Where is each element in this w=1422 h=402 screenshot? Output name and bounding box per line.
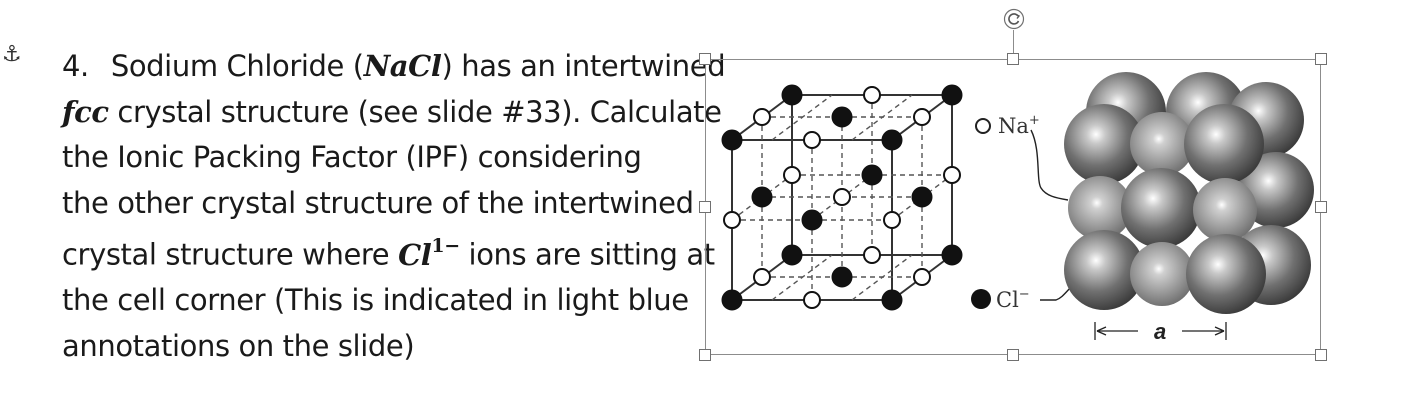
question-line-4: the other crystal structure of the inter… [62,185,694,220]
resize-handle-bottom-right[interactable] [1315,349,1327,361]
resize-handle-top-middle[interactable] [1007,53,1019,65]
legend-cl-label: Cl− [996,287,1030,312]
resize-handle-top-left[interactable] [699,53,711,65]
formula-fcc: fcc [62,94,109,129]
rotate-handle-icon[interactable] [1003,8,1025,30]
legend: Na+ Cl− [971,113,1073,312]
question-line-5: crystal structure where Cl1− ions are si… [62,235,715,272]
anchor-icon[interactable]: ⚓ [2,42,22,67]
nacl-crystal-figure[interactable]: Na+ Cl− a [706,60,1320,354]
dimension-label-a: a [1154,319,1166,344]
formula-cl-ion: Cl1− [398,235,460,272]
legend-na-label: Na+ [998,113,1040,138]
question-line-3: the Ionic Packing Factor (IPF) consideri… [62,140,642,174]
question-text: 4. Sodium Chloride (NaCl) has an intertw… [62,44,726,369]
resize-handle-middle-right[interactable] [1315,201,1327,213]
resize-handle-top-right[interactable] [1315,53,1327,65]
formula-nacl: NaCl [363,49,442,83]
resize-handle-bottom-left[interactable] [699,349,711,361]
rotate-stem [1013,30,1014,53]
cl-legend-marker [971,289,991,309]
space-filling-model [1064,72,1314,314]
resize-handle-bottom-middle[interactable] [1007,349,1019,361]
lattice-dimension-a: a [1094,319,1227,344]
question-line-2: fcc crystal structure (see slide #33). C… [62,94,722,129]
question-line-7: annotations on the slide) [62,328,415,363]
ball-stick-unit-cell [721,84,963,311]
question-line-6: the cell corner (This is indicated in li… [62,283,689,318]
question-number: 4. [62,49,89,83]
na-legend-marker [975,118,991,134]
resize-handle-middle-left[interactable] [699,201,711,213]
question-line-1: 4. Sodium Chloride (NaCl) has an intertw… [62,44,726,90]
